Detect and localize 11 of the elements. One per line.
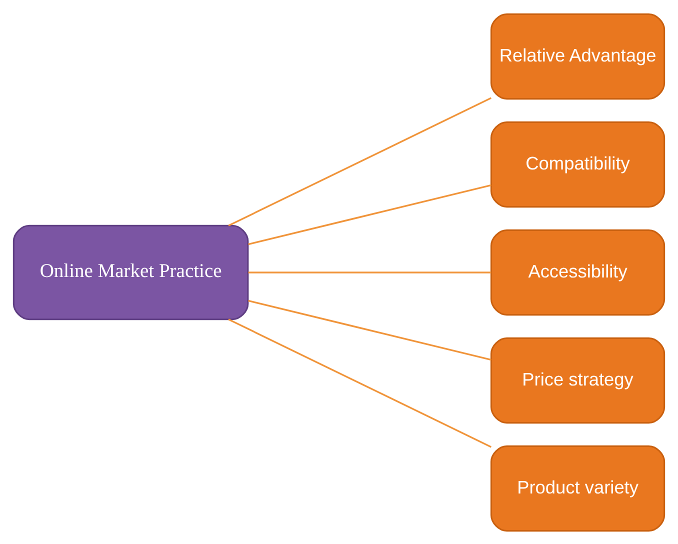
connector xyxy=(228,96,492,226)
node-box: Product variety xyxy=(490,444,666,532)
node-box: Accessibility xyxy=(490,228,666,316)
node-box: Price strategy xyxy=(490,336,666,424)
connector xyxy=(228,318,492,448)
connector xyxy=(248,271,492,273)
node-box: Relative Advantage xyxy=(490,12,666,100)
connector xyxy=(248,184,492,245)
connector xyxy=(248,299,492,360)
node-box: Compatibility xyxy=(490,120,666,208)
node-box: Online Market Practice xyxy=(12,224,249,320)
